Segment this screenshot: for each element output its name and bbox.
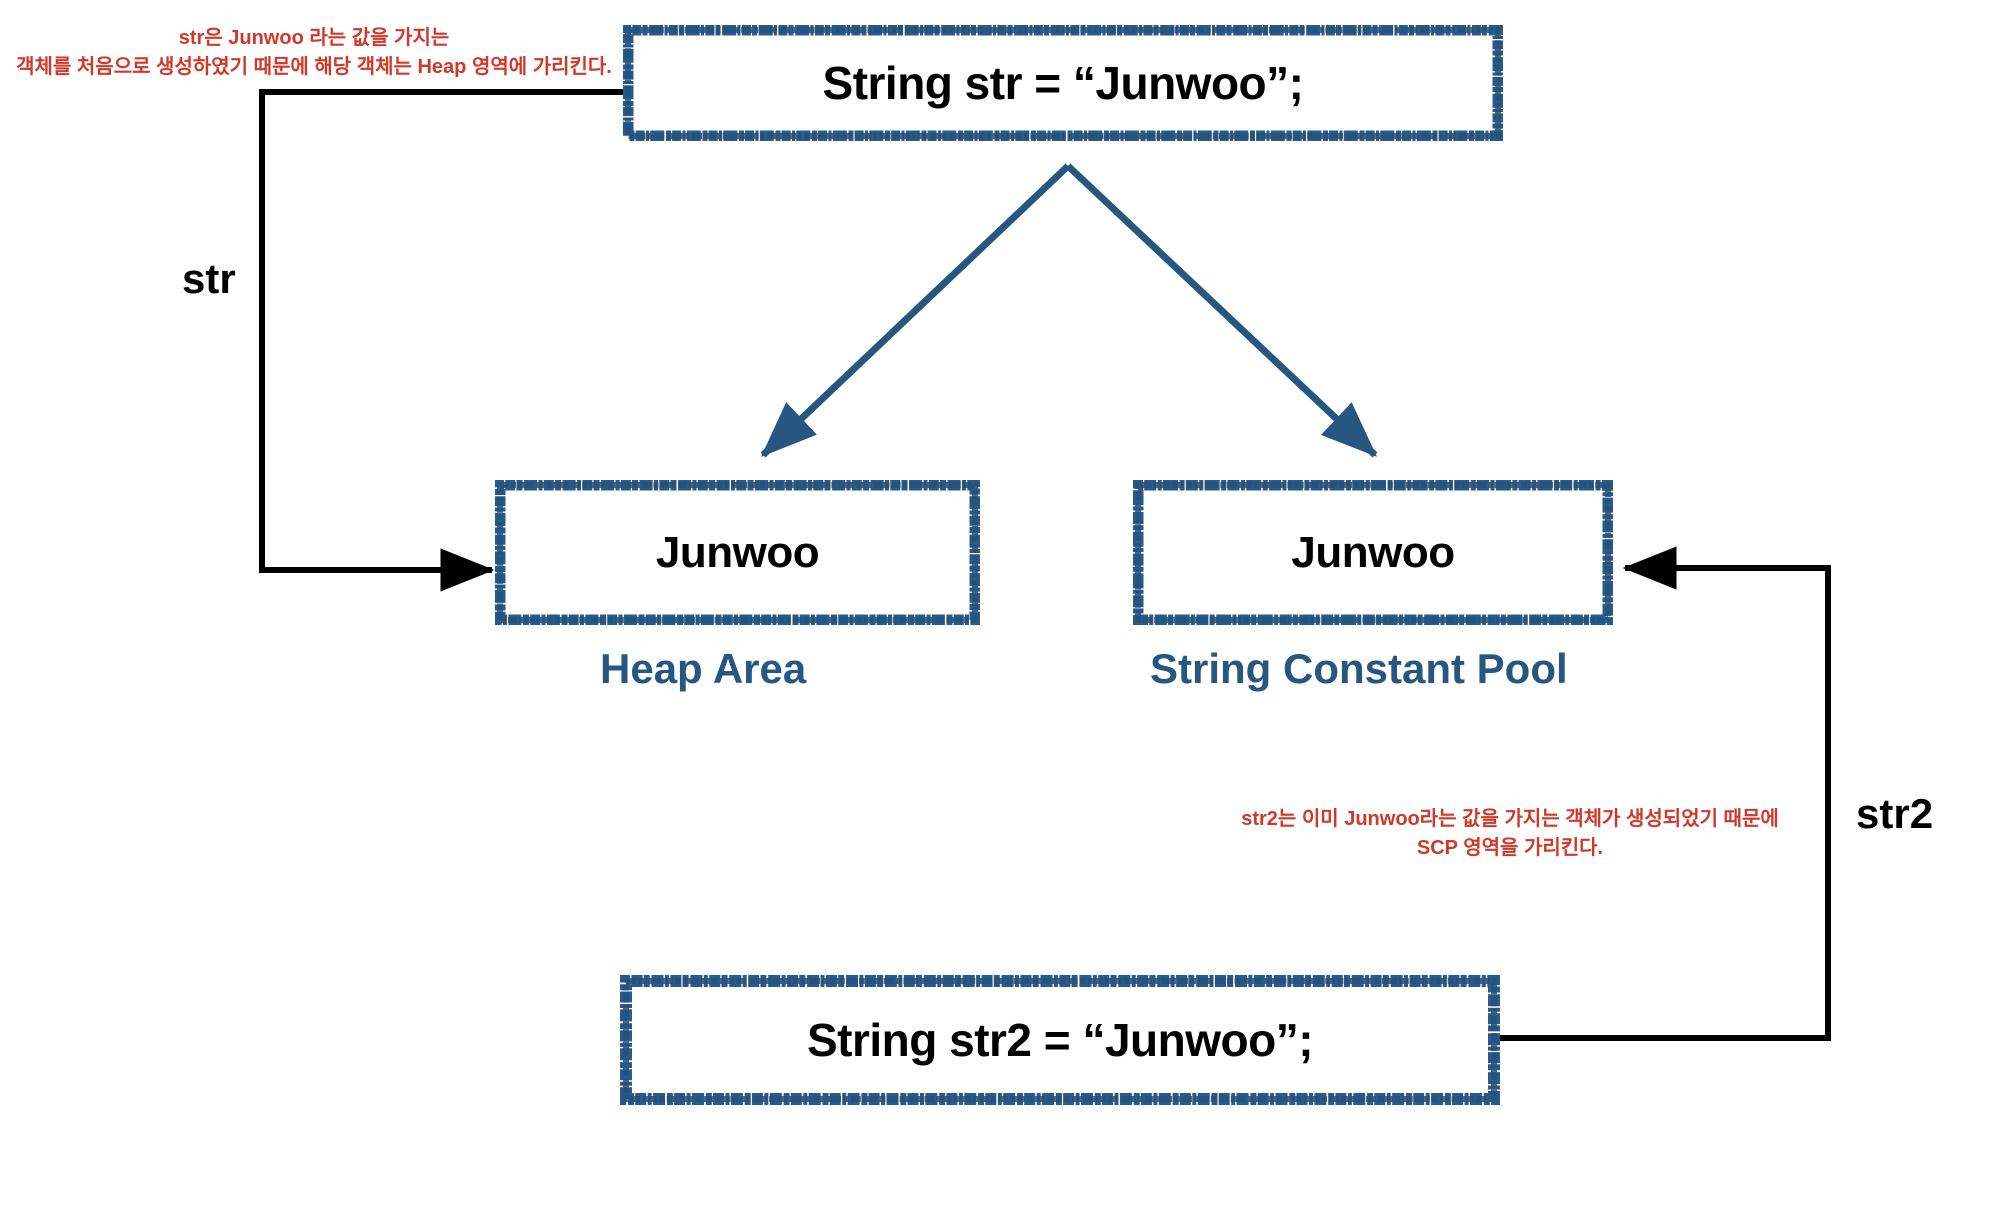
heap-value-label: Junwoo (655, 527, 820, 577)
scp-value-label: Junwoo (1291, 527, 1455, 577)
heap-value-box[interactable]: Junwoo (495, 480, 980, 625)
variable-label-str2: str2 (1856, 790, 1934, 837)
connector-stmt-to-heap (760, 163, 1071, 458)
statement-box-str2-label: String str2 = “Junwoo”; (806, 1014, 1314, 1066)
statement-box-str2[interactable]: String str2 = “Junwoo”; (620, 975, 1500, 1105)
variable-label-str: str (182, 255, 236, 302)
statement-box-str-label: String str = “Junwoo”; (822, 57, 1304, 109)
string-constant-pool-caption: String Constant Pool (1150, 645, 1568, 692)
connector-stmt-to-scp (1065, 163, 1378, 458)
annotation-str2-note: str2는 이미 Junwoo라는 값을 가지는 객체가 생성되었기 때문에 S… (1241, 808, 1779, 859)
statement-box-str[interactable]: String str = “Junwoo”; (623, 25, 1503, 141)
connector-str2-to-scp (1470, 546, 1831, 1041)
scp-value-box[interactable]: Junwoo (1133, 480, 1613, 625)
heap-area-caption: Heap Area (600, 645, 807, 692)
annotation-str-note: str은 Junwoo 라는 값을 가지는 객체를 처음으로 생성하였기 때문에… (16, 27, 612, 78)
